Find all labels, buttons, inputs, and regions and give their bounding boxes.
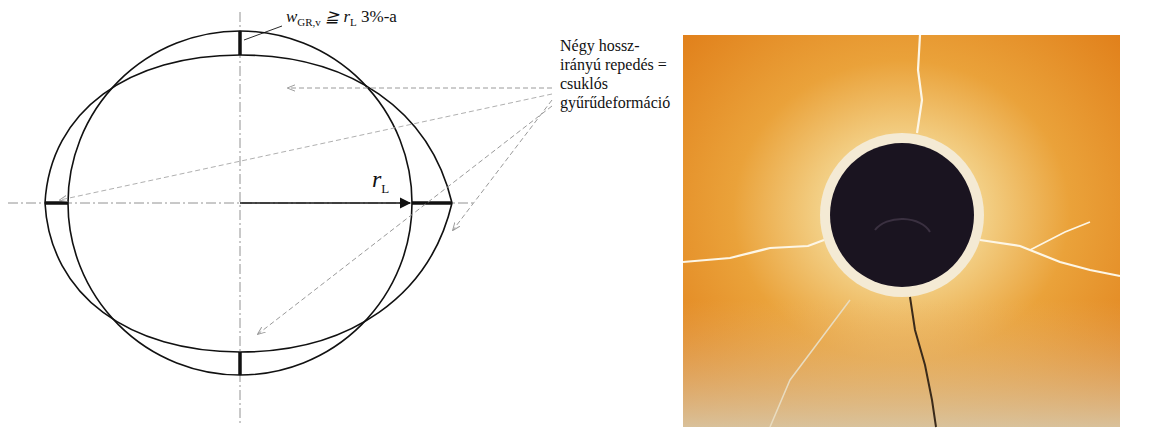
formula-text: r bbox=[372, 166, 381, 192]
formula-text: ≧ r bbox=[325, 7, 350, 26]
subscript-text: L bbox=[381, 181, 389, 196]
subscript-text: GR,v bbox=[297, 16, 321, 28]
formula-text: w bbox=[286, 7, 297, 26]
radius-label: rL bbox=[372, 166, 389, 197]
subscript-text: L bbox=[350, 16, 357, 28]
formula-text: 3%-a bbox=[361, 7, 397, 26]
deflection-label: wGR,v ≧ rL 3%-a bbox=[286, 6, 397, 28]
note-text: Négy hossz-irányú repedés = csuklós gyűr… bbox=[560, 36, 678, 112]
